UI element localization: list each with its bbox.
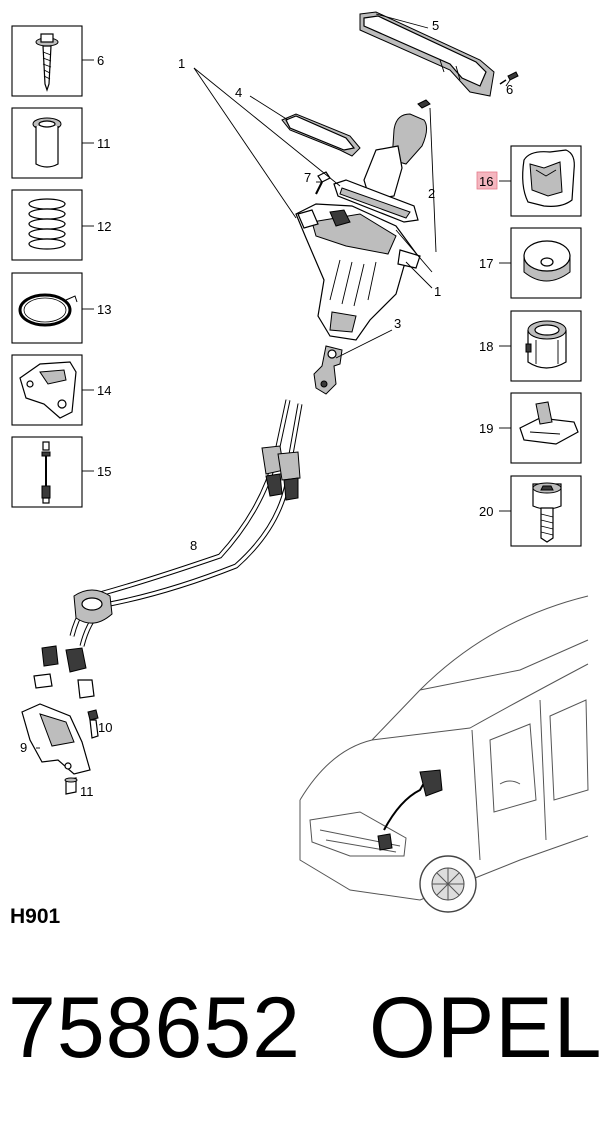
part-label-13: 13 — [97, 302, 111, 317]
sleeve-icon — [525, 320, 567, 369]
callout-8: 8 — [190, 538, 197, 553]
vehicle-locator — [299, 595, 589, 913]
callout-1-bottom: 1 — [434, 284, 441, 299]
highlight-marker — [476, 171, 498, 190]
housing-screw — [315, 171, 331, 195]
callout-6: 6 — [506, 82, 513, 97]
selector-lever — [313, 345, 343, 395]
circlip-icon — [18, 293, 78, 327]
bracket-bolt — [87, 709, 99, 739]
part-number: 758652 — [8, 980, 301, 1076]
parts-diagram: 6 11 12 — [11, 11, 589, 913]
diagram-code: H901 — [10, 905, 61, 928]
callout-10: 10 — [98, 720, 112, 735]
callout-11: 11 — [80, 784, 94, 799]
callout-9: 9 — [20, 740, 27, 755]
shift-lever — [363, 99, 431, 201]
boot-icon — [522, 149, 575, 207]
part-label-17: 17 — [479, 256, 493, 271]
part-label-6: 6 — [97, 53, 104, 68]
screw-with-washer-icon — [35, 33, 59, 92]
part-box-17[interactable]: 17 — [479, 227, 582, 299]
callout-3: 3 — [394, 316, 401, 331]
part-label-15: 15 — [97, 464, 111, 479]
callout-7: 7 — [304, 170, 311, 185]
part-box-15[interactable]: 15 — [11, 436, 111, 508]
part-box-6[interactable]: 6 — [11, 25, 104, 97]
part-label-20: 20 — [479, 504, 493, 519]
callout-4: 4 — [235, 85, 242, 100]
callout-labels: 1 1 2 3 4 5 6 7 8 9 10 11 — [20, 18, 513, 799]
locator-highlight — [377, 769, 443, 851]
shifter-housing — [295, 203, 421, 341]
lever-boot-ring — [333, 179, 419, 223]
part-label-11: 11 — [97, 136, 111, 151]
main-assembly — [21, 11, 519, 795]
part-label-18: 18 — [479, 339, 493, 354]
cover-plate — [359, 11, 495, 97]
part-label-14: 14 — [97, 383, 111, 398]
left-parts-column: 6 11 12 — [11, 25, 111, 508]
part-label-12: 12 — [97, 219, 111, 234]
shift-cables — [33, 399, 303, 699]
part-box-14[interactable]: 14 — [11, 354, 111, 426]
spring-icon — [28, 198, 66, 250]
part-label-16: 16 — [479, 174, 493, 189]
part-box-18[interactable]: 18 — [479, 310, 582, 382]
cable-bracket — [21, 703, 91, 775]
part-label-19: 19 — [479, 421, 493, 436]
bracket-bushing — [64, 777, 78, 795]
screw-small-top — [499, 71, 519, 85]
part-box-12[interactable]: 12 — [11, 189, 111, 261]
gate-bracket — [281, 113, 361, 157]
part-box-16[interactable]: 16 — [476, 145, 582, 217]
brand-name: OPEL — [368, 980, 600, 1076]
right-parts-column: 16 17 18 — [476, 145, 582, 547]
part-box-19[interactable]: 19 — [479, 392, 582, 464]
part-box-11[interactable]: 11 — [11, 107, 111, 179]
part-box-20[interactable]: 20 — [479, 475, 582, 547]
socket-screw-icon — [532, 482, 562, 543]
cable-end-icon — [41, 441, 51, 504]
part-box-13[interactable]: 13 — [11, 272, 111, 344]
clip-icon — [519, 401, 579, 445]
leader-lines — [36, 13, 511, 749]
bushing-icon — [32, 117, 62, 168]
callout-2: 2 — [428, 186, 435, 201]
grommet-icon — [523, 240, 571, 282]
bracket-icon — [19, 361, 77, 419]
callout-5: 5 — [432, 18, 439, 33]
callout-1-top: 1 — [178, 56, 185, 71]
